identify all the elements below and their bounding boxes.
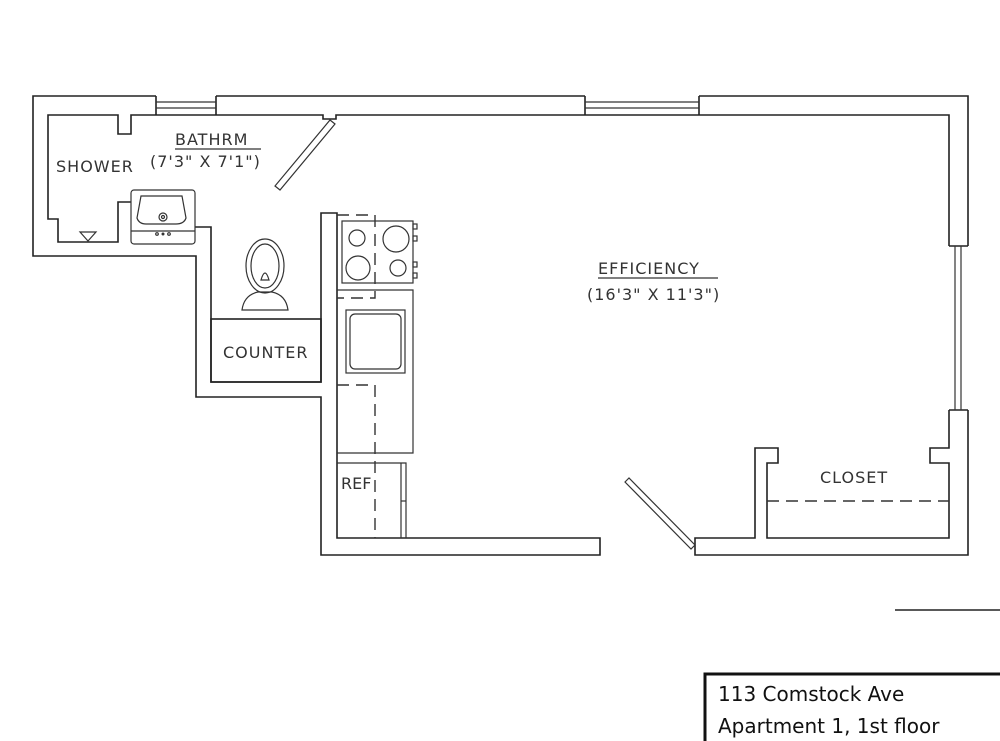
- title-block-border: [703, 672, 1000, 741]
- window-top: [585, 101, 699, 109]
- bathroom-dimensions: (7'3" X 7'1"): [150, 152, 261, 171]
- shower-drain-icon: [78, 231, 98, 242]
- entry-door: [624, 477, 696, 550]
- toilet-icon: [241, 238, 289, 311]
- stove-icon: [337, 214, 418, 299]
- upper-cabinet-line: [337, 384, 376, 538]
- title-address: 113 Comstock Ave: [718, 682, 904, 706]
- title-unit: Apartment 1, 1st floor: [718, 714, 940, 738]
- bathroom-sink-icon: [130, 189, 196, 245]
- refrigerator-icon: [337, 462, 407, 538]
- shower-label: SHOWER: [56, 157, 134, 176]
- bathroom-counter: [210, 318, 322, 383]
- refrigerator-label: REF: [341, 474, 371, 493]
- counter-label: COUNTER: [223, 343, 308, 362]
- efficiency-dimensions: (16'3" X 11'3"): [587, 285, 720, 304]
- bathroom-label: BATHRM: [175, 130, 248, 149]
- kitchen-sink-icon: [345, 309, 406, 374]
- closet-label: CLOSET: [820, 468, 888, 487]
- bathroom-door: [274, 119, 336, 191]
- window-right: [954, 246, 962, 410]
- window-bathroom: [156, 101, 216, 109]
- efficiency-label: EFFICIENCY: [598, 259, 700, 278]
